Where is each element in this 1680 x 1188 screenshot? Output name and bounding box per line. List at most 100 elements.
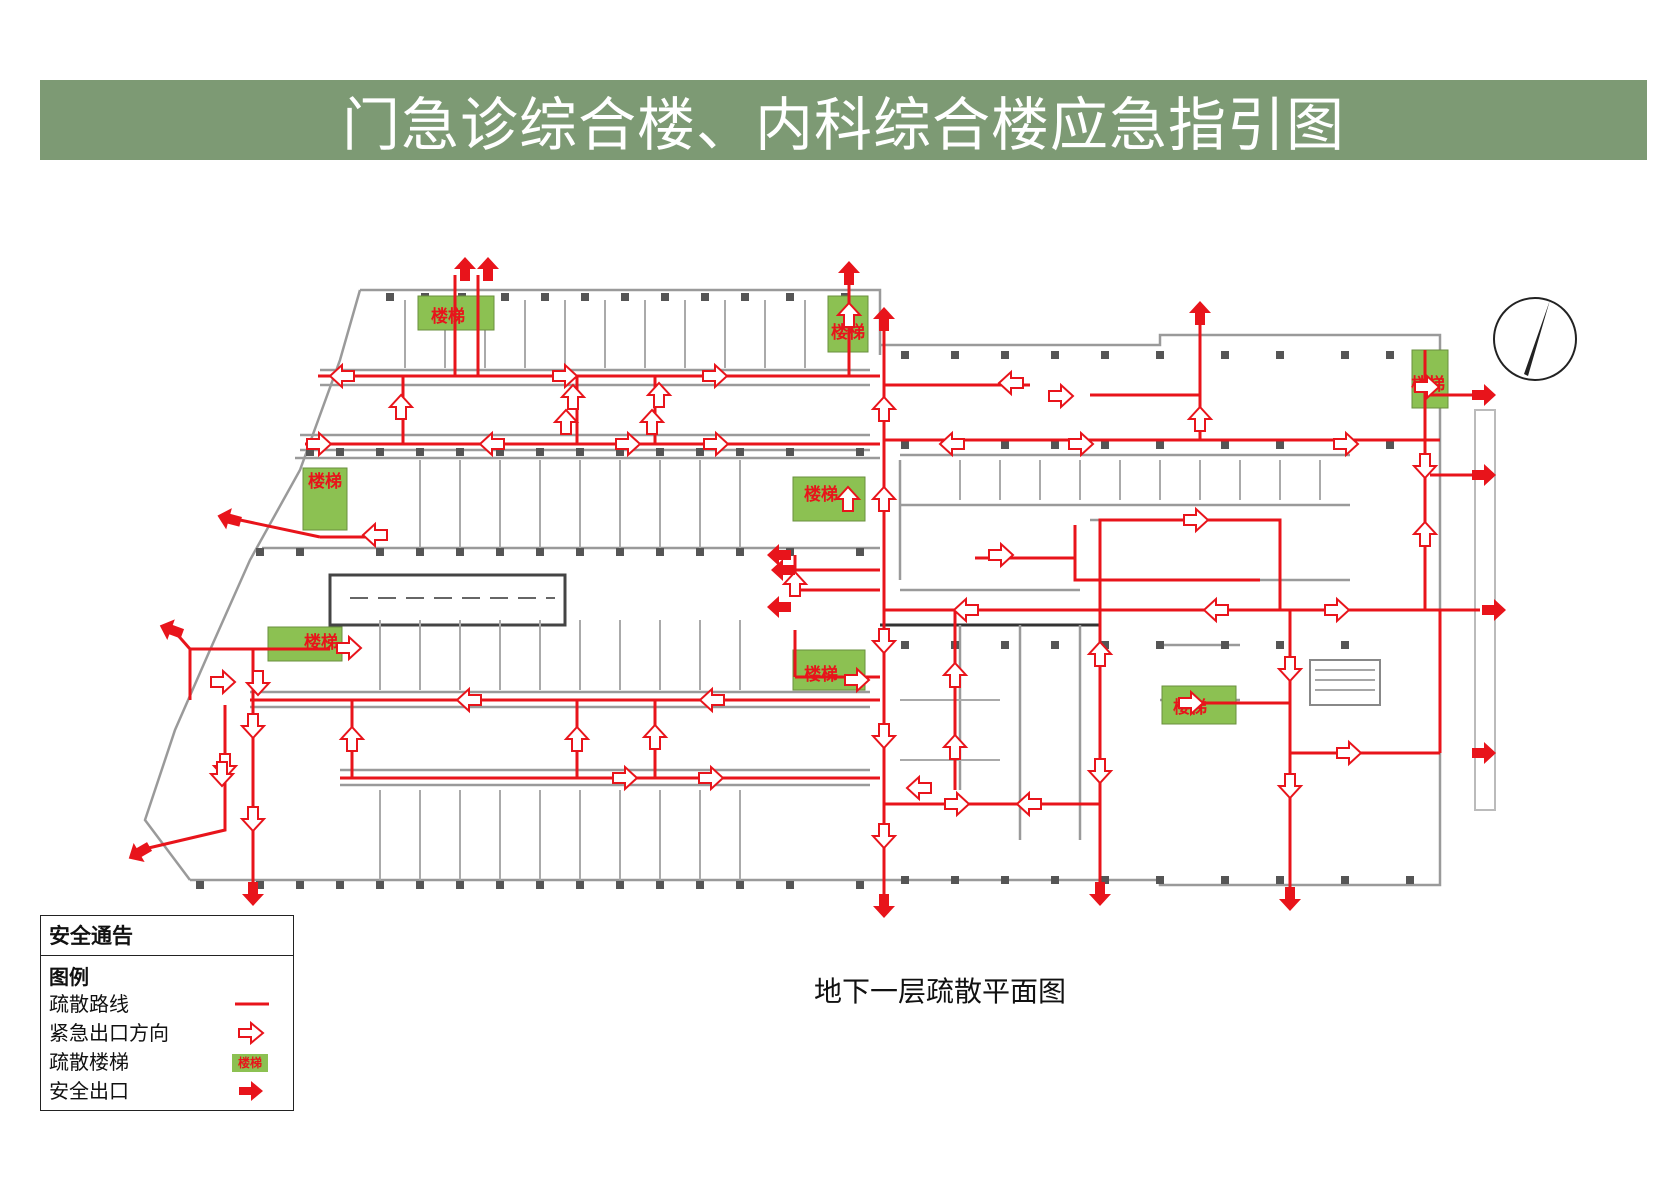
column: [741, 293, 749, 301]
hollow-arrow-icon: [835, 301, 863, 328]
column: [1341, 876, 1349, 884]
column: [496, 548, 504, 556]
hollow-arrow-icon: [1411, 453, 1439, 480]
exit-arrow-icon: [1279, 887, 1301, 911]
title-bar: 门急诊综合楼、内科综合楼应急指引图: [40, 80, 1647, 160]
hollow-arrow-icon: [455, 686, 482, 714]
column: [1156, 351, 1164, 359]
hollow-arrow-icon: [1183, 506, 1210, 534]
hollow-arrow-icon: [870, 823, 898, 850]
column: [376, 448, 384, 456]
exit-arrow-icon: [159, 619, 185, 640]
hollow-arrow-icon: [834, 485, 862, 512]
column: [1386, 441, 1394, 449]
column: [1386, 351, 1394, 359]
column: [456, 881, 464, 889]
hollow-arrow-icon: [944, 790, 971, 818]
hollow-arrow-icon: [1086, 640, 1114, 667]
column: [901, 441, 909, 449]
column: [901, 641, 909, 649]
column: [786, 881, 794, 889]
hollow-arrow-icon: [870, 485, 898, 512]
hollow-arrow-icon: [952, 596, 979, 624]
safety-notice-legend: 安全通告 图例 疏散路线 紧急出口方向 疏散楼梯 楼梯 安全出口: [40, 915, 294, 1111]
hollow-arrow-icon: [638, 408, 666, 435]
hollow-arrow-icon: [1324, 596, 1351, 624]
stair-label: 楼梯: [804, 664, 838, 685]
hollow-arrow-icon: [615, 430, 642, 458]
exit-direction-arrows: [208, 301, 1441, 850]
column: [576, 448, 584, 456]
hollow-arrow-icon: [1178, 689, 1205, 717]
hollow-arrow-icon: [210, 668, 237, 696]
hollow-arrow-icon: [997, 369, 1024, 397]
safety-exit-arrows: [128, 257, 1506, 918]
hollow-arrow-icon: [941, 661, 969, 688]
floor-caption: 地下一层疏散平面图: [813, 975, 1066, 1008]
column: [621, 293, 629, 301]
hollow-arrow-icon: [1414, 373, 1441, 401]
hollow-arrow-icon: [336, 634, 363, 662]
hollow-arrow-icon: [870, 395, 898, 422]
column: [416, 548, 424, 556]
column: [296, 881, 304, 889]
hollow-arrow-icon: [844, 666, 871, 694]
exit-arrow-icon: [1189, 301, 1211, 325]
legend-label: 安全出口: [49, 1079, 129, 1103]
column: [661, 293, 669, 301]
green-stair-chip-icon: 楼梯: [232, 1054, 268, 1072]
column: [656, 448, 664, 456]
hollow-arrow-icon: [1048, 382, 1075, 410]
column: [1001, 641, 1009, 649]
exit-arrow-icon: [217, 508, 242, 530]
column: [696, 448, 704, 456]
hollow-arrow-icon: [698, 764, 725, 792]
hollow-arrow-icon: [641, 723, 669, 750]
exit-arrow-icon: [767, 596, 791, 618]
hollow-arrow-icon: [239, 806, 267, 833]
hollow-arrow-icon: [698, 686, 725, 714]
legend-label: 紧急出口方向: [49, 1021, 169, 1045]
column: [1101, 876, 1109, 884]
stair-block: [302, 467, 348, 531]
column: [376, 881, 384, 889]
column: [616, 881, 624, 889]
column: [951, 351, 959, 359]
hollow-arrow-icon: [1086, 758, 1114, 785]
exit-arrow-icon: [838, 261, 860, 285]
legend-item-direction: 紧急出口方向: [41, 1019, 293, 1048]
column: [656, 881, 664, 889]
column: [1276, 641, 1284, 649]
hollow-arrow-icon: [645, 381, 673, 408]
hollow-arrow-icon: [563, 725, 591, 752]
hollow-arrow-icon: [702, 362, 729, 390]
page-title: 门急诊综合楼、内科综合楼应急指引图: [341, 91, 1345, 159]
hollow-arrow-icon: [941, 733, 969, 760]
column: [1001, 351, 1009, 359]
hollow-arrow-icon: [1333, 430, 1360, 458]
column: [1276, 351, 1284, 359]
hollow-arrow-icon: [905, 774, 932, 802]
column: [1276, 441, 1284, 449]
exit-arrow-icon: [1472, 384, 1496, 406]
column: [951, 876, 959, 884]
legend-item-exit: 安全出口: [41, 1077, 293, 1106]
hollow-arrow-icon: [870, 628, 898, 655]
stair-label: 楼梯: [308, 471, 342, 492]
hollow-arrow-icon: [612, 764, 639, 792]
exit-arrow-icon: [242, 882, 264, 906]
legend-label: 疏散路线: [49, 992, 129, 1016]
stair-label: 楼梯: [804, 484, 838, 505]
column: [416, 448, 424, 456]
hollow-arrow-icon: [208, 761, 236, 788]
column: [1051, 876, 1059, 884]
column: [456, 448, 464, 456]
exit-arrow-icon: [873, 894, 895, 918]
column: [1221, 441, 1229, 449]
column: [1051, 441, 1059, 449]
column: [1221, 641, 1229, 649]
column: [736, 548, 744, 556]
hollow-arrow-icon: [938, 430, 965, 458]
column: [1001, 441, 1009, 449]
